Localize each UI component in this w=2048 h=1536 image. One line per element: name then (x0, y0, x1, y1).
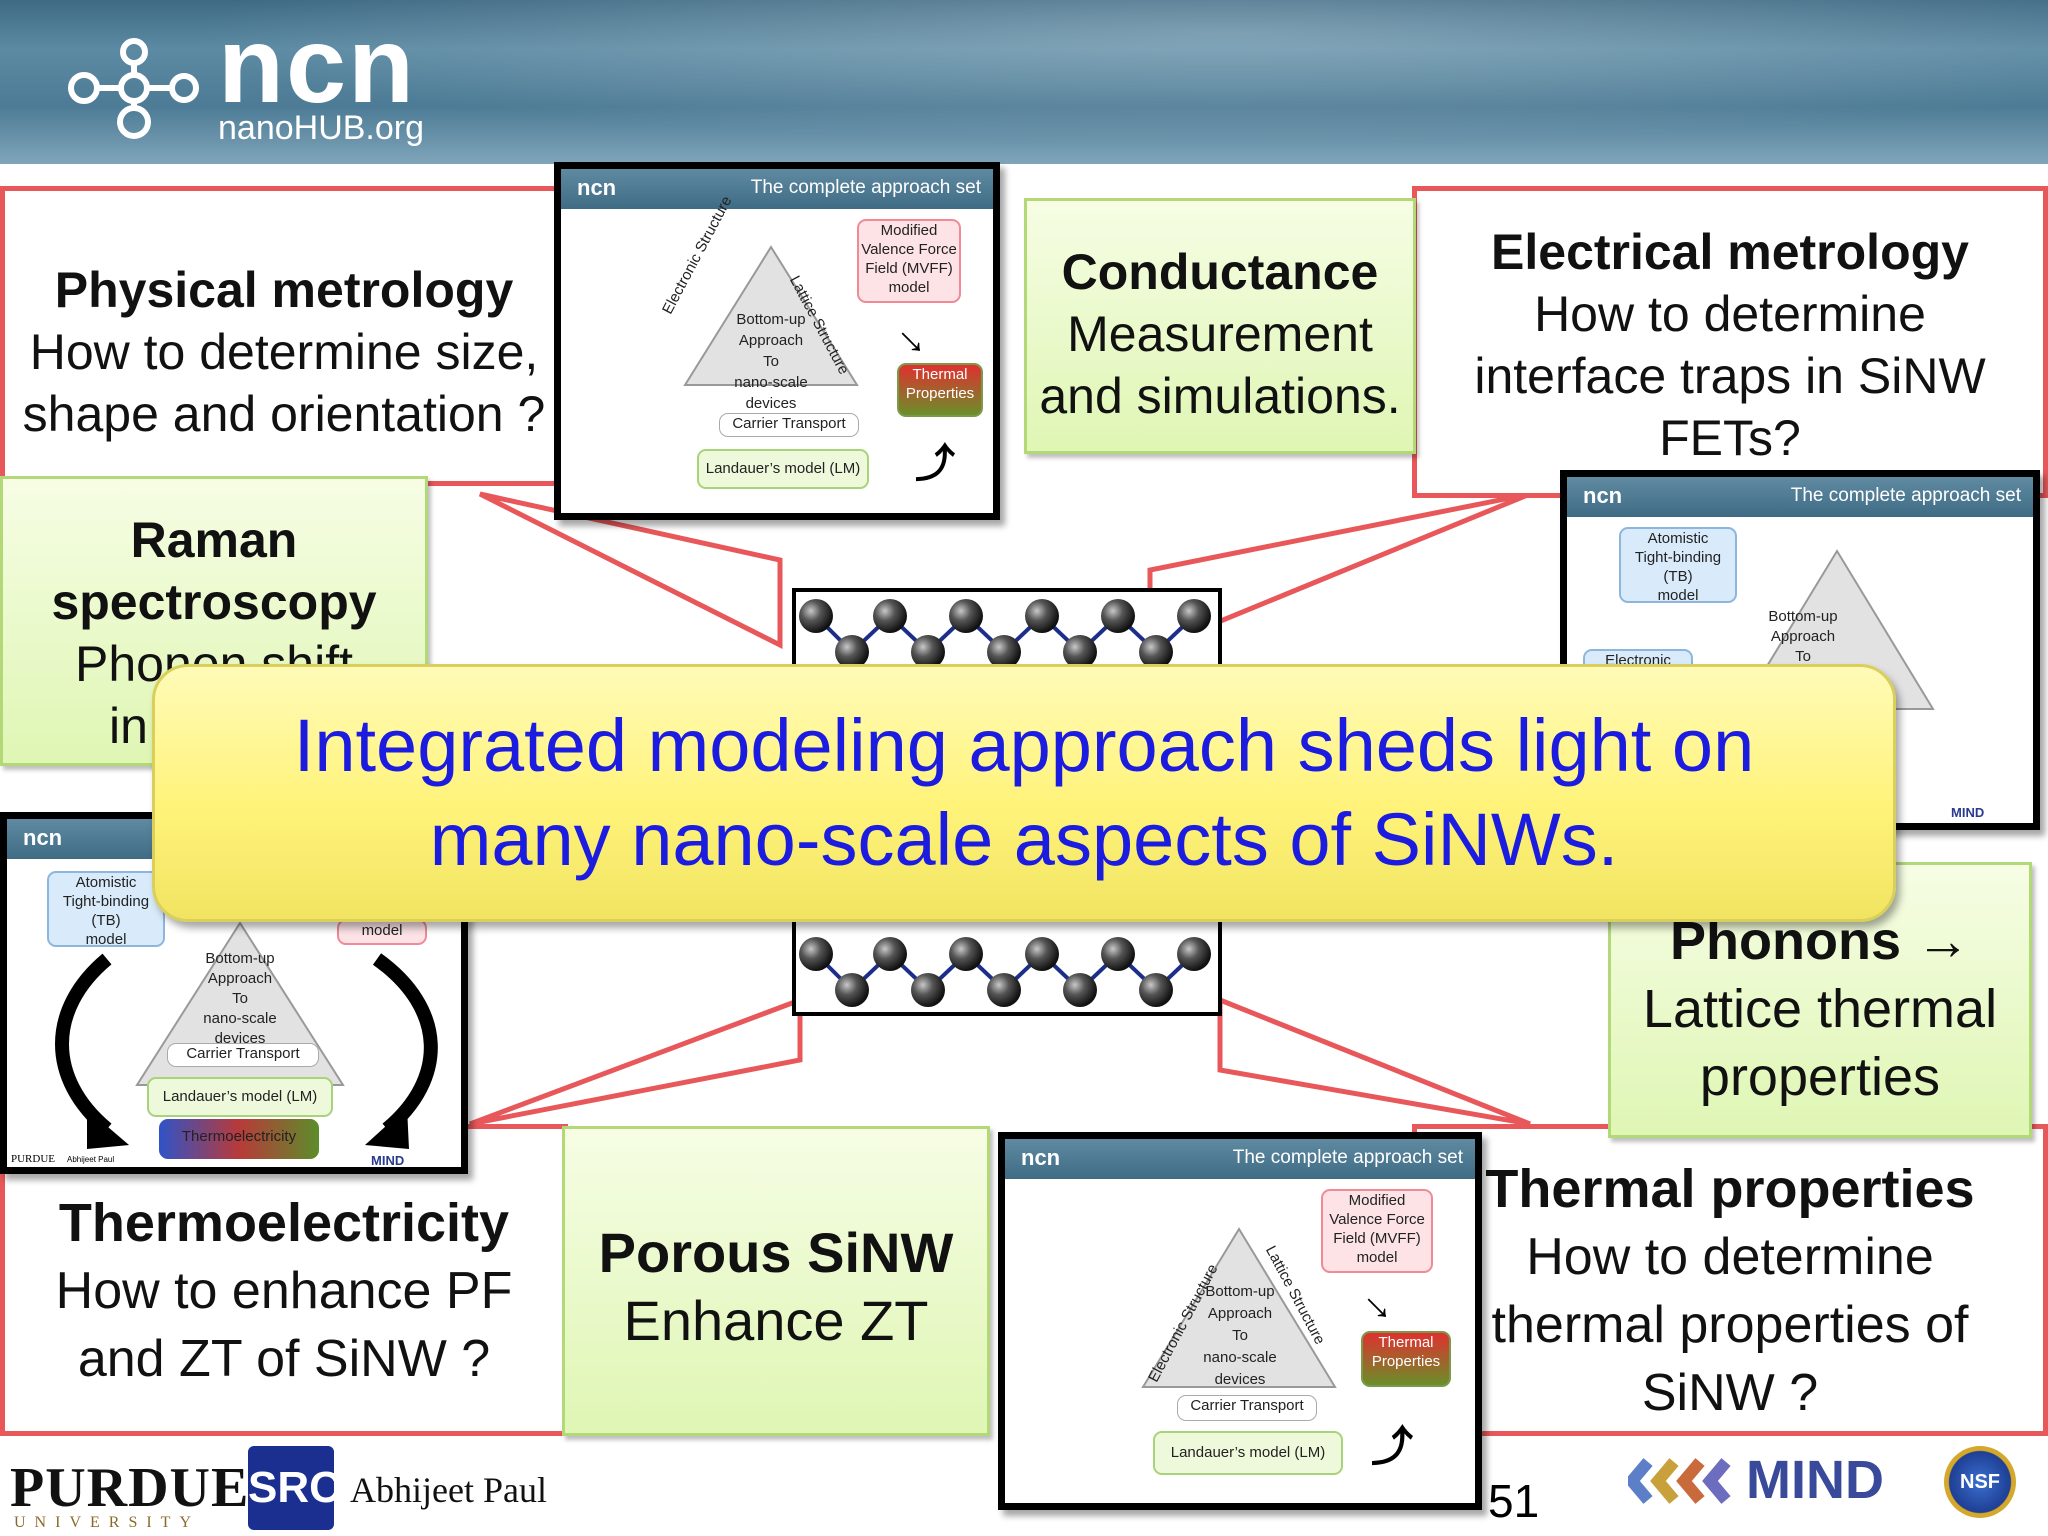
thumb-bottom-title: The complete approach set (1232, 1147, 1463, 1168)
thumb-left-curved-arrow-right-icon (365, 953, 438, 1149)
raman-line-2: in (109, 698, 148, 754)
raman-title-line-2: spectroscopy (51, 574, 377, 630)
thumb-curved-arrow-icon: ⤴ (915, 442, 955, 486)
author-name: Abhijeet Paul (350, 1470, 547, 1510)
thumb-bottom-carrier-transport: Carrier Transport (1177, 1395, 1317, 1421)
thermal-properties-box: Thermal properties How to determine ther… (1412, 1124, 2048, 1436)
conductance-title: Conductance (1061, 244, 1379, 300)
thumb-carrier-transport: Carrier Transport (719, 413, 859, 437)
thumb-bottom-arrow-down-icon: → (1350, 1271, 1414, 1335)
thumb-landauer-model: Landauer’s model (LM) (697, 449, 869, 489)
raman-title-line-1: Raman (130, 512, 298, 568)
purdue-logo-text: PURDUE (10, 1457, 250, 1519)
nsf-seal-logo: NSF (1944, 1446, 2016, 1518)
thumb-left-landauer-model: Landauer’s model (LM) (147, 1077, 333, 1117)
phonons-line-2: properties (1699, 1047, 1941, 1107)
purdue-university-text: UNIVERSITY (14, 1514, 200, 1531)
ncn-molecule-logo-icon (68, 38, 199, 139)
summary-banner: Integrated modeling approach sheds light… (152, 664, 1896, 922)
thumb-bottom-logo-text: ncn (1021, 1145, 1061, 1170)
banner-line-1: Integrated modeling approach sheds light… (293, 704, 1755, 787)
thumb-left-mind-logo: MIND (371, 1153, 405, 1168)
thermoelectricity-line-1: How to enhance PF (55, 1262, 513, 1320)
banner-line-2: many nano-scale aspects of SiNWs. (429, 798, 1619, 881)
mind-logo-text: MIND (1746, 1450, 1884, 1510)
porous-sinw-box: Porous SiNW Enhance ZT (562, 1126, 990, 1436)
physical-metrology-box: Physical metrology How to determine size… (0, 186, 568, 486)
thumb-bottom-curved-arrow-icon: ⤴ (1371, 1423, 1414, 1470)
mind-swoosh-icon (1624, 1458, 1748, 1504)
connector-thermal (1217, 996, 1531, 1127)
thermal-properties-line-2: thermal properties of (1491, 1296, 1969, 1354)
physical-metrology-title: Physical metrology (54, 262, 514, 318)
thumb-left-curved-arrow-left-icon (55, 953, 129, 1149)
connector-raman (478, 491, 783, 650)
thumb-left-logo-text: ncn (23, 825, 63, 850)
src-logo: SRC (248, 1446, 341, 1530)
phonons-line-1: Lattice thermal (1642, 979, 1998, 1039)
thumb-left-author-small: Abhijeet Paul (67, 1155, 115, 1164)
slide-header: ncn nanoHUB.org (0, 0, 2048, 164)
thumb-bottom-landauer-model: Landauer’s model (LM) (1153, 1431, 1343, 1475)
approach-thumbnail-top: ncn The complete approach set Electronic… (554, 162, 1000, 520)
thumb-left-model-partial: model (337, 919, 427, 945)
thumb-arrow-down-icon: → (884, 305, 948, 369)
thumb-right-mind-logo: MIND (1951, 805, 1985, 820)
thumb-left-purdue-small: PURDUE (11, 1153, 56, 1165)
thermal-properties-title: Thermal properties (1485, 1159, 1975, 1219)
thumb-bottom-triangle-icon (1141, 1227, 1337, 1388)
conductance-line-2: and simulations. (1039, 368, 1401, 424)
electrical-metrology-line-3: FETs? (1659, 410, 1801, 466)
electrical-metrology-line-2: interface traps in SiNW (1474, 348, 1986, 404)
page-number: 51 (1488, 1475, 1540, 1527)
thermoelectricity-title: Thermoelectricity (58, 1193, 510, 1253)
thumb-left-thermoelectricity: Thermoelectricity (159, 1119, 319, 1159)
thumb-left-carrier-transport: Carrier Transport (167, 1043, 319, 1067)
conductance-box: Conductance Measurement and simulations. (1024, 198, 1416, 454)
nanohub-logo-text: nanoHUB.org (218, 109, 425, 147)
thermoelectricity-line-2: and ZT of SiNW ? (77, 1330, 491, 1388)
thumb-right-logo-text: ncn (1583, 483, 1623, 508)
approach-triangle-icon (683, 245, 859, 386)
electrical-metrology-box: Electrical metrology How to determine in… (1412, 186, 2048, 498)
electrical-metrology-line-1: How to determine (1534, 286, 1926, 342)
thermal-properties-line-1: How to determine (1526, 1228, 1934, 1286)
thumb-logo-text: ncn (577, 175, 617, 200)
conductance-line-1: Measurement (1067, 306, 1373, 362)
electrical-metrology-title: Electrical metrology (1491, 224, 1969, 280)
thermal-properties-line-3: SiNW ? (1641, 1364, 1819, 1422)
thumb-right-title: The complete approach set (1790, 485, 2021, 506)
physical-metrology-line-1: How to determine size, (29, 324, 539, 380)
connector-thermoelectricity (469, 996, 803, 1127)
physical-metrology-line-2: shape and orientation ? (22, 386, 546, 442)
ncn-logo-text: ncn (218, 4, 417, 125)
porous-sinw-title: Porous SiNW (598, 1221, 954, 1284)
porous-sinw-line-1: Enhance ZT (623, 1289, 929, 1352)
thumb-title: The complete approach set (750, 177, 981, 198)
thermoelectricity-box: Thermoelectricity How to enhance PF and … (0, 1124, 568, 1436)
approach-thumbnail-bottom: ncn The complete approach set Electronic… (998, 1132, 1482, 1510)
